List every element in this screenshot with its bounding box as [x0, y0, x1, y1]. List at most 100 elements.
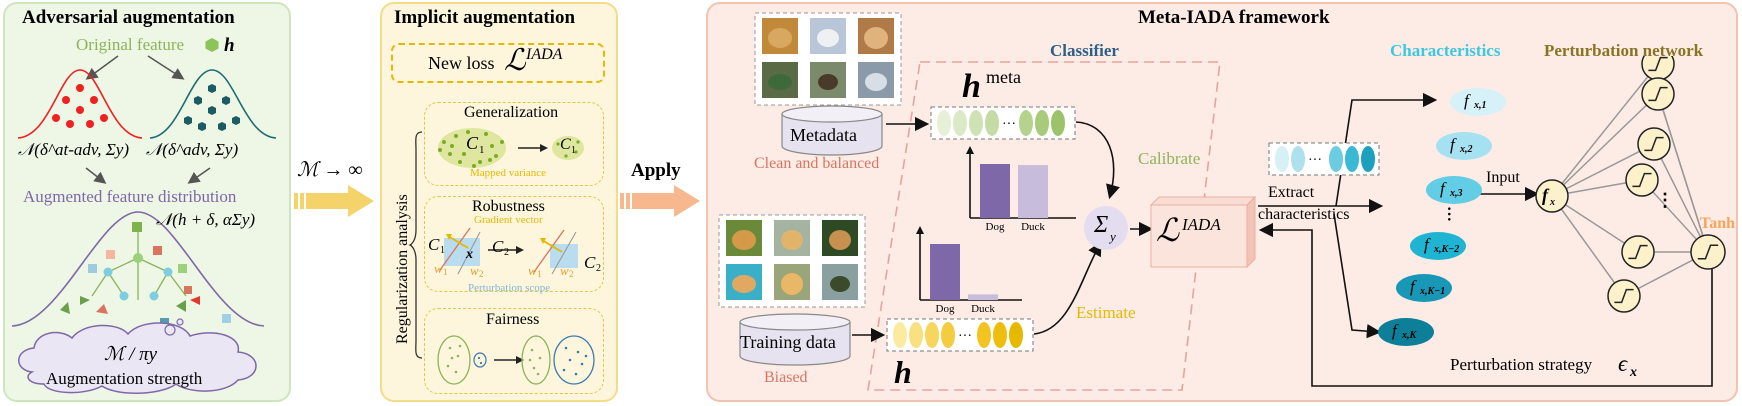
classifier-heading: Classifier	[1050, 41, 1119, 60]
rob-c2-right: C	[584, 253, 596, 272]
rob-w2-right-sub: 2	[569, 269, 574, 279]
apply-arrow	[620, 185, 700, 217]
biased-label: Biased	[764, 369, 808, 386]
characteristic-f: f	[1410, 277, 1415, 296]
rob-c2-right-sub: 2	[596, 263, 601, 274]
sigma-subscript: y	[1110, 229, 1116, 244]
panel3-title: Meta-IADA framework	[1138, 7, 1330, 28]
limit-arrow	[294, 185, 374, 217]
implicit-augmentation-panel	[380, 2, 618, 402]
characteristic-subscript: x,K	[1402, 330, 1417, 341]
train-bar-chart: Dog Duck	[916, 226, 1022, 315]
generalization-box	[424, 102, 604, 186]
robustness-illustration	[439, 227, 578, 275]
gen-c1-small: C	[560, 136, 571, 153]
tick-label-dog: Dog	[986, 221, 1005, 233]
fairness-box	[424, 308, 604, 394]
characteristic-subscript: x,2	[1460, 144, 1473, 155]
perturbation-strategy-label: Perturbation strategy	[1450, 355, 1593, 374]
classifier-region	[867, 61, 1221, 391]
characteristic-oval	[1396, 274, 1452, 302]
h-meta-superscript: meta	[986, 67, 1021, 87]
augmented-formula: 𝒩(h + δ, αΣy)	[156, 210, 256, 229]
h-meta-symbol: h	[962, 68, 981, 105]
rob-w1-sub: 1	[443, 267, 448, 277]
characteristic-f: f	[1440, 179, 1445, 198]
generalization-title: Generalization	[464, 104, 559, 121]
fx-node-label: f	[1542, 185, 1548, 205]
meta-feature-strip: ···	[930, 106, 1076, 140]
robustness-title: Robustness	[472, 198, 545, 215]
dist-right-formula: 𝒩(δ^adv, Σy)	[146, 140, 239, 159]
svg-text:···: ···	[1002, 117, 1016, 132]
characteristic-f: f	[1392, 321, 1397, 340]
cube-loss-superscript: IADA	[1182, 215, 1221, 234]
h-symbol: h	[224, 35, 235, 56]
extract-label-line2: characteristics	[1258, 206, 1350, 223]
dist-left-formula: 𝒩(δ^at-adv, Σy)	[18, 140, 129, 159]
sigma-symbol: Σ	[1094, 212, 1109, 238]
perturbation-network: ⋮	[1535, 56, 1726, 313]
loss-cube	[1150, 196, 1256, 268]
rob-w1: w	[434, 261, 443, 276]
input-node	[1535, 179, 1569, 213]
strength-formula: ℳ / πy	[104, 344, 158, 365]
hidden-node	[1641, 56, 1675, 81]
characteristic-subscript: x,3	[1450, 188, 1463, 199]
new-loss-label: New loss	[428, 53, 495, 73]
bar-dog	[980, 164, 1010, 218]
characteristic-oval	[1410, 232, 1466, 260]
tick-label-duck: Duck	[971, 303, 995, 315]
loss-superscript: IADA	[526, 46, 563, 63]
strength-label: Augmentation strength	[46, 369, 203, 388]
rob-w2-right: w	[560, 263, 569, 278]
perturbation-network-heading: Perturbation network	[1544, 41, 1704, 60]
tanh-label: Tanh	[1700, 215, 1735, 232]
bar-dog	[930, 244, 960, 300]
gen-c1-sub: 1	[479, 144, 485, 156]
svg-text:···: ···	[958, 329, 972, 344]
characteristic-oval	[1378, 318, 1434, 346]
characteristic-f: f	[1464, 91, 1469, 110]
cube-loss-symbol: ℒ	[1156, 212, 1180, 248]
generalization-illustration	[438, 128, 584, 168]
characteristics-heading: Characteristics	[1390, 41, 1501, 60]
characteristic-subscript: x,K−2	[1434, 244, 1460, 255]
training-data-label: Training data	[740, 332, 836, 352]
tick-label-duck: Duck	[1021, 221, 1045, 233]
gen-c1-small-sub: 1	[571, 145, 576, 156]
rob-w1-right-sub: 1	[537, 269, 542, 279]
training-image-grid	[718, 214, 866, 308]
characteristic-f: f	[1424, 235, 1429, 254]
calibrate-label: Calibrate	[1138, 149, 1201, 168]
h-train-symbol: h	[894, 354, 912, 390]
characteristic-subscript: x,K−1	[1420, 286, 1446, 297]
rob-c2-sub: 2	[504, 247, 509, 258]
robustness-box	[424, 196, 604, 292]
rob-c1-sub: 1	[440, 245, 445, 256]
train-feature-strip: ···	[886, 318, 1034, 352]
input-label: Input	[1486, 169, 1520, 186]
apply-label: Apply	[631, 160, 681, 181]
perturbation-scope-note: Perturbation scope	[468, 282, 551, 294]
regularization-brace	[408, 131, 423, 359]
new-loss-box	[391, 43, 605, 83]
sigma-node	[1084, 206, 1128, 250]
rob-c1: C	[428, 235, 440, 254]
characteristics-strip: ···	[1268, 142, 1380, 176]
bar-duck	[968, 294, 998, 300]
metadata-label: Metadata	[790, 125, 857, 145]
training-cylinder	[739, 313, 851, 366]
characteristic-f: f	[1450, 135, 1455, 154]
estimate-label: Estimate	[1076, 303, 1136, 322]
gen-c1: C	[466, 133, 479, 153]
mapped-variance-note: Mapped variance	[470, 167, 547, 179]
rob-w1-right: w	[528, 263, 537, 278]
loss-symbol: ℒ	[504, 44, 526, 77]
panel2-title: Implicit augmentation	[394, 7, 576, 28]
characteristic-oval	[1450, 88, 1506, 116]
tick-label-dog: Dog	[936, 303, 955, 315]
adversarial-illustration	[11, 55, 277, 394]
characteristic-oval	[1436, 132, 1492, 160]
fairness-illustration	[437, 335, 595, 385]
